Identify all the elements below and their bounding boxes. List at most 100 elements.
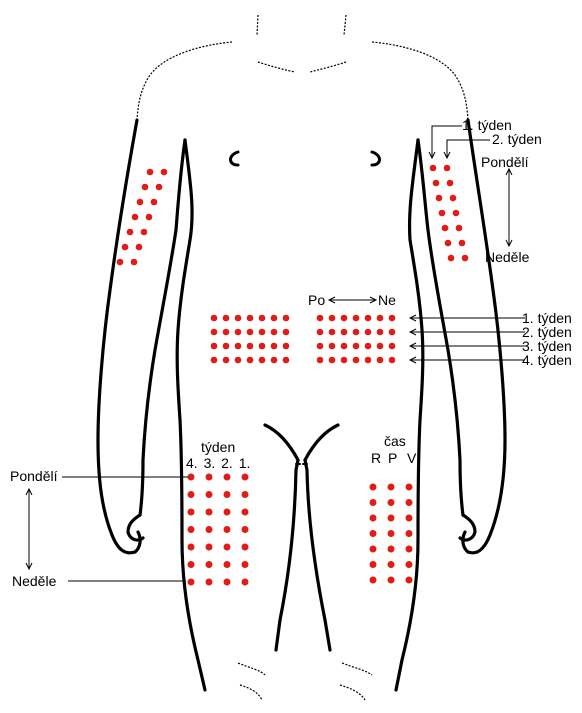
abdomen-left-dot [247,343,254,350]
right-thigh-dot [388,484,395,491]
abdomen-right-dot [317,357,324,364]
abdomen-left-dot [247,329,254,336]
abdomen-left-dot [223,343,230,350]
abdomen-week4-label: 4. týden [522,352,572,368]
right-thigh-dot [406,484,413,491]
abdomen-right-dot [389,343,396,350]
labels: 1. týden 2. týden Pondělí Neděle Po Ne 1… [10,117,572,589]
right-thigh-dot [406,530,413,537]
right-thigh-dot [388,515,395,522]
right-thigh-dot [388,561,395,568]
knee-right [340,663,372,700]
right-thigh-dot [406,561,413,568]
left-hand [128,515,143,552]
torso-right-side [396,140,423,690]
abdomen-right-dot [341,357,348,364]
left-thigh-dot [224,579,231,586]
right-thigh-dot [388,499,395,506]
right-thigh-v-label: V [407,450,417,466]
right-arm-dot [459,240,466,247]
abdomen-right-dot [389,329,396,336]
abdomen-right-dot [377,329,384,336]
knee-left [238,663,265,700]
abdomen-left-dot [211,329,218,336]
abdomen-left-dot [223,315,230,322]
abdomen-left-dot [259,315,266,322]
right-thigh-dot [370,515,377,522]
abdomen-arrowheads [410,315,416,363]
abdomen-left-dot [235,315,242,322]
abdomen-left-dot [211,315,218,322]
left-thigh-dot [224,474,231,481]
abdomen-right-dot [341,315,348,322]
abdomen-left-dot [259,329,266,336]
right-thigh-p-label: P [388,450,397,466]
abdomen-right-dot [341,329,348,336]
right-arm-dot [447,180,454,187]
abdomen-left-dot [247,357,254,364]
left-thigh-dot [224,491,231,498]
shoulder-right [372,42,468,120]
left-arm-dot [151,199,158,206]
abdomen-left-dot [271,357,278,364]
left-arm-dot [132,214,139,221]
right-arm-dot [436,195,443,202]
left-arm-dot [137,199,144,206]
right-thigh-dot [406,515,413,522]
abdomen-right-dot [329,315,336,322]
abdomen-right-dot [353,357,360,364]
right-thigh-dot [388,530,395,537]
right-thigh-dot [370,530,377,537]
abdomen-left-dot [259,357,266,364]
abdomen-right-dot [329,329,336,336]
abdomen-right-dot [353,315,360,322]
left-thigh-dot [188,561,195,568]
left-thigh-dot [242,491,249,498]
left-arm-dot [127,229,134,236]
left-thigh-sunday-label: Neděle [12,573,57,589]
abdomen-left-dot [271,315,278,322]
abdomen-right-dot [329,357,336,364]
left-thigh-dot [188,491,195,498]
left-arm-dot [131,259,138,266]
right-thigh-r-label: R [371,450,381,466]
groin-center-right [305,460,330,650]
right-arm-dot [462,255,469,262]
left-thigh-dot [188,579,195,586]
right-arm-dot [430,165,437,172]
abdomen-right-dot [317,315,324,322]
left-thigh-dot [206,474,213,481]
abdomen-right-dot [341,343,348,350]
right-thigh-dot [406,577,413,584]
left-thigh-dot [224,509,231,516]
abdomen-left-dot [235,357,242,364]
nipple-right [372,152,380,165]
abdomen-left-dot [271,329,278,336]
left-thigh-dot [242,526,249,533]
abdomen-right-dot [329,343,336,350]
left-thigh-dot [206,509,213,516]
left-arm-dot [142,184,149,191]
right-arm-dot [444,165,451,172]
abdomen-left-dot [283,343,290,350]
right-arm-dot [445,240,452,247]
abdomen-left-dot [223,357,230,364]
abdomen-right-dot [317,329,324,336]
abdomen-right-dot [365,315,372,322]
abdomen-left-dot [259,343,266,350]
left-thigh-dot [242,474,249,481]
left-thigh-monday-label: Pondělí [10,468,58,484]
neck-left [257,15,258,35]
right-thigh-dot [370,561,377,568]
right-arm-dot [453,210,460,217]
collarbone-right [310,62,346,72]
left-arm-dot [141,229,148,236]
abdomen-left-dot [283,357,290,364]
left-arm-dot [117,259,124,266]
groin-right [305,425,338,460]
left-thigh-dot [188,509,195,516]
right-arm-week2-label: 2. týden [492,131,542,147]
left-thigh-dot [242,561,249,568]
groin-center-left [276,460,298,650]
